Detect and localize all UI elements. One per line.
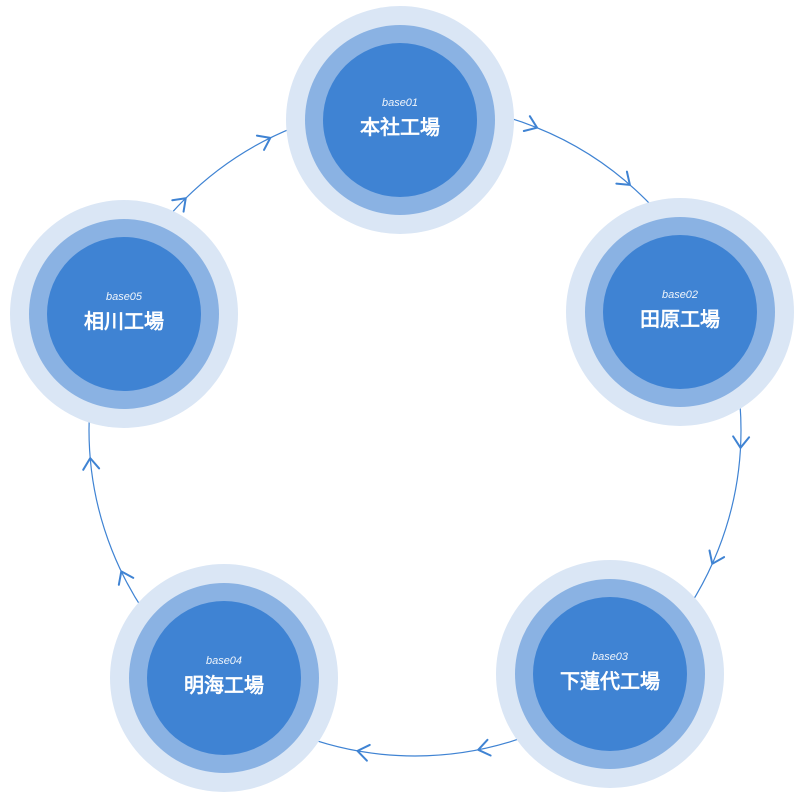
node-base05[interactable]: base05 相川工場 (10, 200, 238, 428)
arrow-chevron-icon (522, 115, 539, 133)
node-base01[interactable]: base01 本社工場 (286, 6, 514, 234)
node-code: base03 (592, 651, 629, 663)
node-code: base04 (206, 655, 242, 667)
arrow-chevron-icon (82, 457, 101, 471)
node-name: 相川工場 (84, 309, 164, 333)
node-name: 本社工場 (360, 115, 440, 139)
arrow-chevron-icon (732, 435, 751, 449)
node-core (603, 235, 757, 389)
node-core (323, 43, 477, 197)
node-code: base01 (382, 97, 418, 109)
node-core (147, 601, 301, 755)
arrow-chevron-icon (615, 170, 631, 186)
arrow-chevron-icon (255, 134, 272, 151)
arrow-chevron-icon (356, 743, 371, 762)
arrow-chevron-icon (477, 738, 492, 757)
node-code: base02 (662, 289, 698, 301)
arrow-chevron-icon (117, 570, 135, 586)
arrow-chevron-icon (708, 549, 726, 565)
node-name: 田原工場 (640, 307, 720, 331)
node-name: 明海工場 (184, 673, 264, 697)
node-base04[interactable]: base04 明海工場 (110, 564, 338, 792)
arrow-chevron-icon (171, 197, 187, 213)
nodes: base01 本社工場 base02 田原工場 base03 下蓮代工場 base04 明海工… (10, 6, 794, 792)
node-base03[interactable]: base03 下蓮代工場 (496, 560, 724, 788)
node-core (533, 597, 687, 751)
node-name: 下蓮代工場 (560, 669, 660, 693)
node-code: base05 (106, 291, 143, 303)
node-base02[interactable]: base02 田原工場 (566, 198, 794, 426)
node-core (47, 237, 201, 391)
